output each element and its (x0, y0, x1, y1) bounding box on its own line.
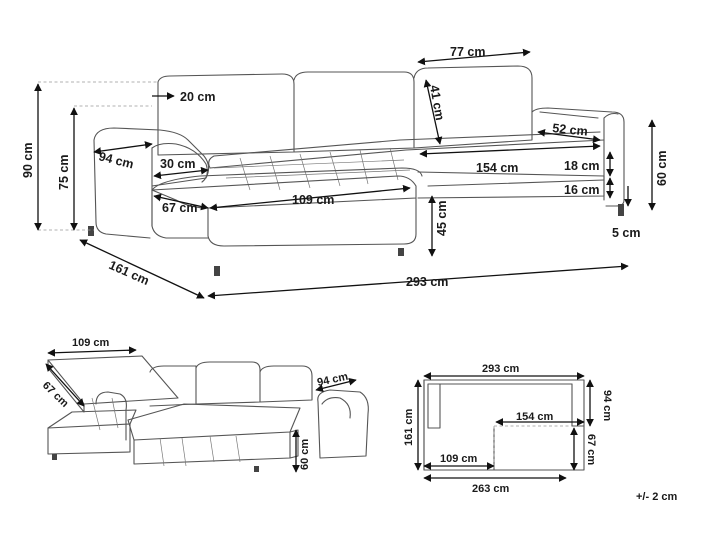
label-side-height: 60 cm (655, 151, 669, 186)
label-storage-width: 67 cm (40, 380, 71, 410)
label-plan-bed-length: 263 cm (472, 483, 510, 495)
label-storage-length: 109 cm (72, 337, 110, 349)
label-seat-height: 45 cm (435, 201, 449, 236)
label-leg-height: 5 cm (612, 226, 641, 240)
label-plan-total-width: 293 cm (482, 363, 520, 375)
label-seat-width: 154 cm (476, 161, 518, 175)
label-plan-right-depth: 94 cm (601, 390, 613, 421)
label-plan-bed-width: 154 cm (516, 411, 554, 423)
label-chaise-length: 109 cm (292, 193, 334, 207)
label-arm-depth: 94 cm (97, 149, 135, 171)
label-arm-width: 30 cm (160, 157, 195, 171)
dimension-arrows-bed (45, 346, 357, 473)
label-backrest-height: 41 cm (427, 84, 447, 121)
label-plan-chaise-length: 109 cm (440, 453, 478, 465)
label-chaise-width: 67 cm (162, 201, 197, 215)
label-seat-depth-top: 77 cm (450, 45, 485, 59)
extension-lines (38, 81, 158, 231)
label-backrest-depth: 20 cm (180, 90, 215, 104)
sofa-perspective-drawing (88, 65, 625, 276)
dimension-labels-plan: 293 cm 94 cm 161 cm 154 cm 109 cm 67 cm … (403, 363, 613, 495)
dimension-arrows-plan (414, 372, 594, 482)
label-plan-bed-depth: 67 cm (585, 434, 597, 465)
dimension-arrows-top (34, 48, 656, 300)
plan-view-drawing (423, 379, 585, 471)
dimension-labels-top: 77 cm 20 cm 41 cm 90 cm 75 cm 94 cm 30 c… (21, 45, 669, 289)
label-total-height: 90 cm (21, 143, 35, 178)
sofa-bed-drawing (47, 355, 369, 472)
label-cushion-thickness: 18 cm (564, 159, 599, 173)
label-base-thickness: 16 cm (564, 183, 599, 197)
label-armrest-height: 75 cm (57, 155, 71, 190)
tolerance-note: +/- 2 cm (636, 491, 677, 503)
label-right-arm-width: 52 cm (552, 121, 589, 139)
label-plan-total-depth: 161 cm (403, 408, 415, 446)
label-total-width: 293 cm (406, 275, 448, 289)
label-bed-height: 60 cm (299, 439, 311, 470)
